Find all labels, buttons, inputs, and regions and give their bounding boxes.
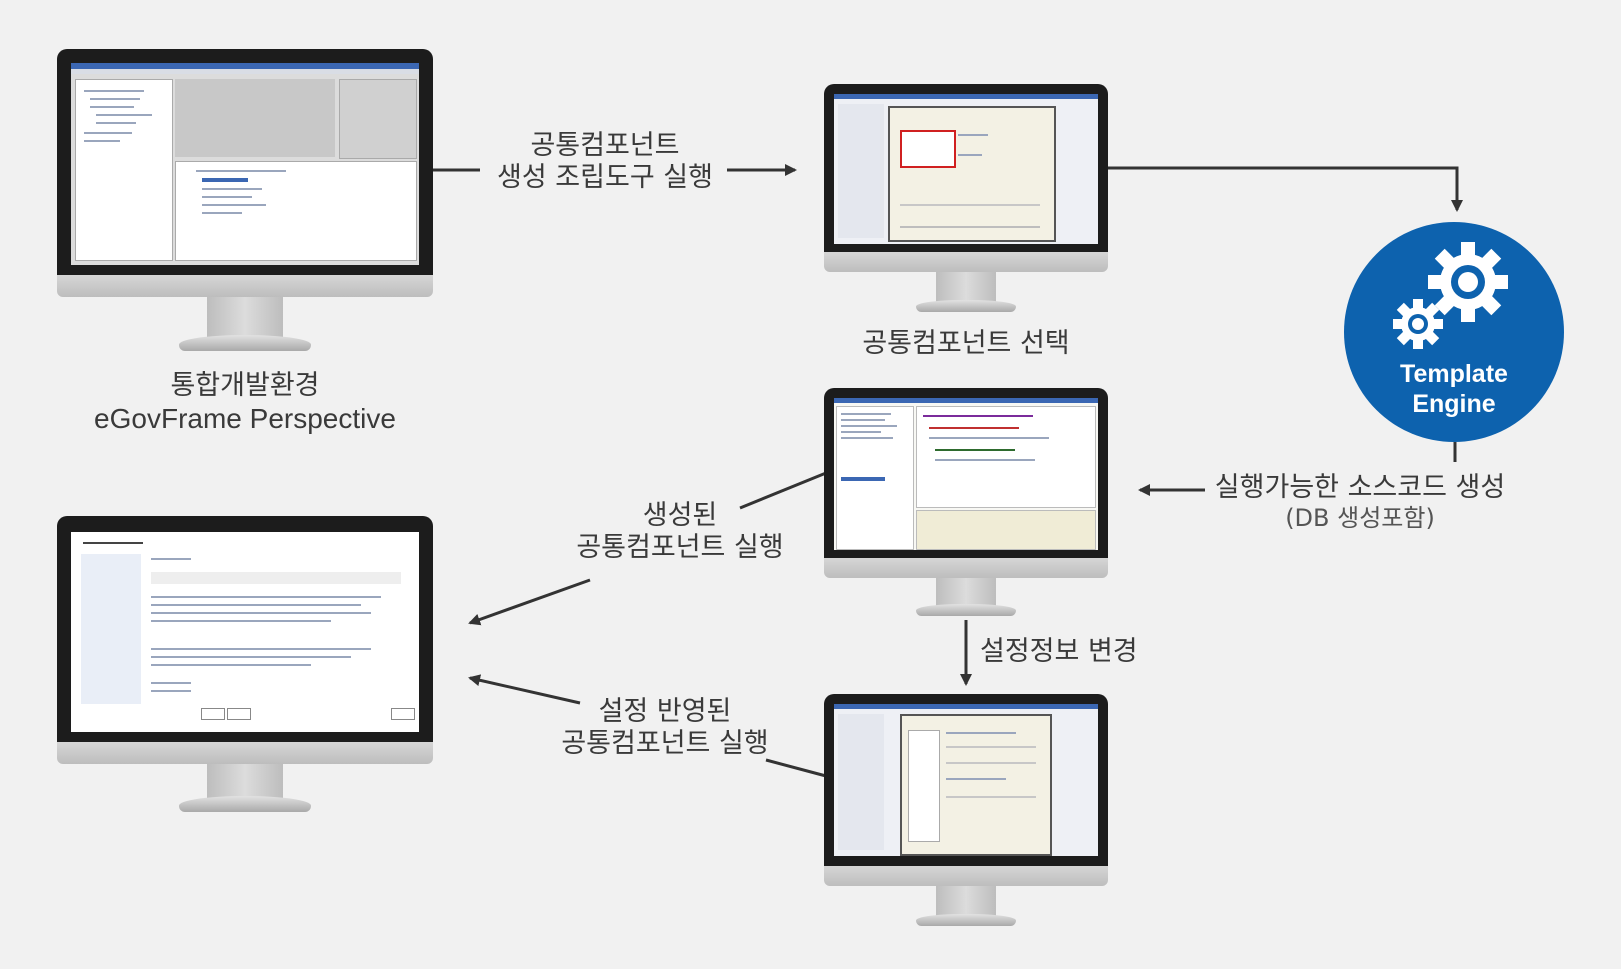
label-run-tool-line2: 생성 조립도구 실행 [497, 161, 713, 193]
label-config-change: 설정정보 변경 [980, 636, 1138, 667]
label-run-tool: 공통컴포넌트 생성 조립도구 실행 [480, 130, 730, 194]
arrow-generated-to-result [468, 578, 591, 626]
arrow-config-to-result [468, 674, 581, 705]
label-config-run-line2: 공통컴포넌트 실행 [561, 727, 769, 759]
label-source-generation: 실행가능한 소스코드 생성 (DB 생성포함) [1210, 472, 1510, 532]
monitor-config [824, 694, 1108, 936]
label-source-gen-line2: (DB 생성포함) [1285, 503, 1435, 532]
label-generated-run-line1: 생성된 [642, 500, 718, 531]
label-ide: 통합개발환경 eGovFrame Perspective [60, 370, 430, 435]
arrow-config-connector [765, 758, 827, 778]
config-screenshot [834, 704, 1098, 856]
gears-icon [1393, 242, 1508, 349]
arrow-select-to-engine [1108, 166, 1463, 212]
engine-label: Template Engine [1344, 360, 1564, 419]
monitor-result [57, 516, 433, 828]
monitor-ide [57, 49, 433, 379]
select-screenshot [834, 94, 1098, 244]
code-screenshot [834, 398, 1098, 550]
label-config-run: 설정 반영된 공통컴포넌트 실행 [545, 696, 785, 760]
monitor-select [824, 84, 1108, 322]
label-config-run-line1: 설정 반영된 [598, 696, 732, 727]
engine-label-line2: Engine [1412, 389, 1496, 418]
label-ide-line1: 통합개발환경 [170, 370, 320, 401]
template-engine: Template Engine [1344, 222, 1564, 442]
label-run-tool-line1: 공통컴포넌트 [530, 130, 680, 161]
engine-label-line1: Template [1400, 360, 1508, 388]
result-screenshot [71, 532, 419, 732]
arrow-code-connector [739, 471, 827, 510]
label-generated-run: 생성된 공통컴포넌트 실행 [560, 500, 800, 564]
label-generated-run-line2: 공통컴포넌트 실행 [576, 531, 784, 563]
ide-screenshot [71, 63, 419, 265]
label-select-component: 공통컴포넌트 선택 [862, 328, 1070, 359]
label-source-gen-line1: 실행가능한 소스코드 생성 [1214, 472, 1506, 503]
label-ide-line2: eGovFrame Perspective [94, 402, 396, 434]
monitor-generated-code [824, 388, 1108, 626]
